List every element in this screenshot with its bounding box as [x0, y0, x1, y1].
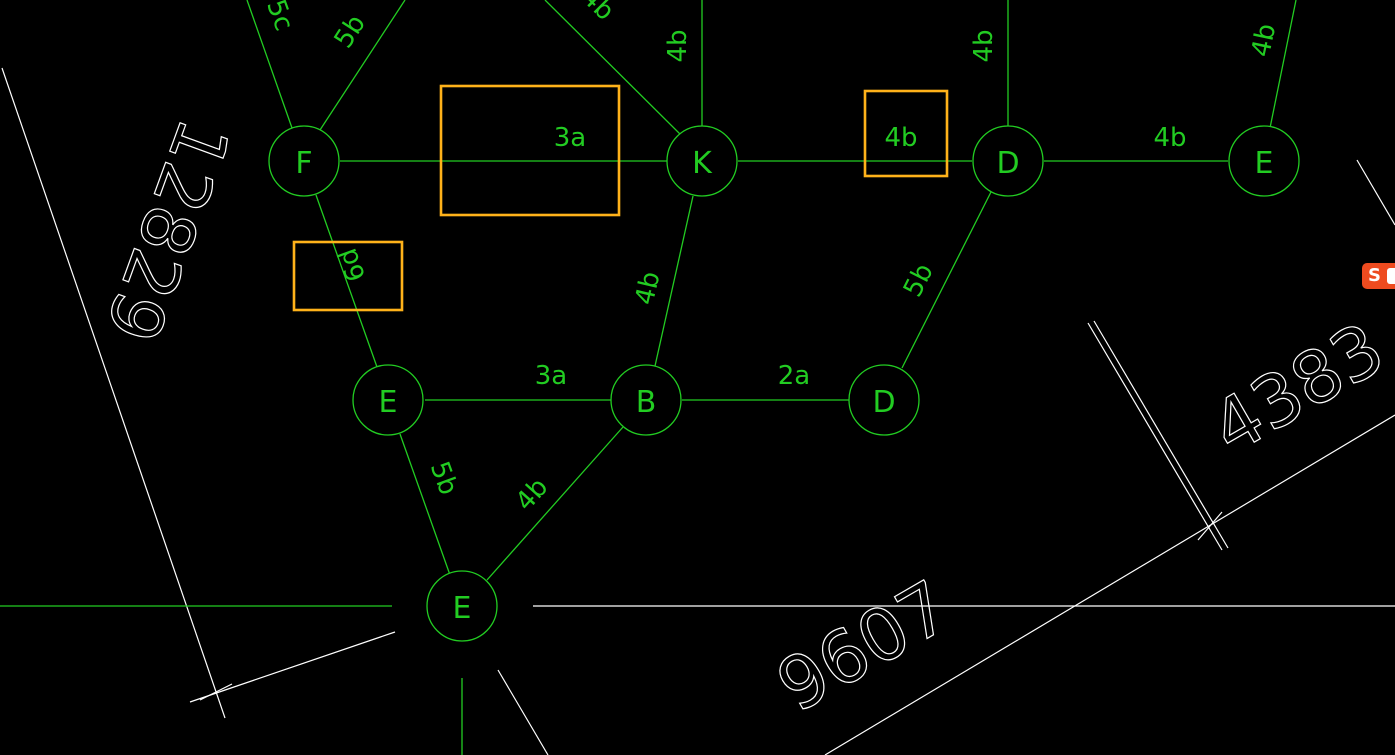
edge-e-right-up[interactable] [1269, 0, 1297, 129]
badge-logo-icon: S [1368, 265, 1381, 286]
edge-k-b[interactable] [654, 195, 694, 367]
edge-label-e-e: 5b [424, 458, 463, 499]
edge-label-d-d: 5b [898, 259, 940, 302]
dim-line-right-ext-2 [1093, 320, 1229, 549]
dim-label-right: 4383 [1197, 306, 1395, 470]
node-f-top[interactable]: F [268, 125, 340, 197]
highlight-boxes [292, 84, 949, 312]
edge-label-b-e: 4b [510, 472, 554, 517]
edge-label-e-b: 3a [535, 361, 567, 391]
edge-label-f-up-left: 5c [260, 0, 299, 35]
edge-label-e-right-up: 4b [1246, 21, 1282, 60]
node-circle[interactable] [426, 570, 498, 642]
edge-f-e[interactable] [315, 194, 378, 368]
node-d-top[interactable]: D [972, 125, 1044, 197]
node-circle[interactable] [352, 364, 424, 436]
node-circle[interactable] [268, 125, 340, 197]
node-label: D [872, 385, 895, 420]
edge-label-f-up-right: 5b [329, 10, 372, 54]
dim-line-right-ext-1[interactable] [1087, 322, 1223, 551]
node-circle[interactable] [666, 125, 738, 197]
highlight-box-4b[interactable] [863, 89, 949, 178]
edge-label-d-up: 4b [969, 29, 999, 62]
node-e-right[interactable]: E [1228, 125, 1300, 197]
edge-b-e[interactable] [486, 426, 624, 581]
highlight-box-6d[interactable] [292, 240, 404, 312]
dim-line-right-diagonal[interactable] [824, 414, 1395, 755]
input-method-badge[interactable]: S [1362, 263, 1395, 289]
node-circle[interactable] [1228, 125, 1300, 197]
node-circle[interactable] [610, 364, 682, 436]
node-k-top[interactable]: K [666, 125, 738, 197]
node-label: D [996, 146, 1019, 181]
edge-e-e[interactable] [399, 433, 451, 576]
dimension-labels: 12829 9607 4383 [88, 108, 1395, 729]
edge-d-d[interactable] [901, 191, 992, 369]
dim-tick-left [199, 683, 233, 701]
edge-label-f-e: 6d [333, 244, 372, 285]
node-label: B [636, 385, 657, 420]
node-circle[interactable] [972, 125, 1044, 197]
graph-edges [0, 0, 1297, 755]
edge-f-up-right[interactable] [319, 0, 406, 131]
node-d-mid[interactable]: D [848, 364, 920, 436]
edge-labels: 5c 5b 4b 4b 4b 4b 3a 4b 4b 6d 4b 5b 3a 2… [260, 0, 1282, 517]
node-b-mid[interactable]: B [610, 364, 682, 436]
node-label: E [453, 591, 472, 626]
dim-line-left-base[interactable] [189, 631, 396, 703]
node-e-bottom[interactable]: E [426, 570, 498, 642]
edge-label-f-k: 3a [554, 123, 586, 153]
node-label: K [692, 146, 713, 181]
node-circle[interactable] [848, 364, 920, 436]
edge-label-d-e: 4b [1153, 123, 1186, 153]
edge-k-up-diag[interactable] [544, 0, 681, 135]
graph-nodes: F K D E E B D [268, 125, 1300, 642]
node-label: F [295, 146, 312, 181]
edge-label-k-b: 4b [630, 269, 667, 308]
edge-label-k-up: 4b [663, 29, 693, 62]
dim-label-left: 12829 [89, 109, 246, 353]
dim-line-left[interactable] [1, 67, 226, 719]
edge-label-k-up-diag: 4b [575, 0, 620, 27]
node-label: E [1255, 146, 1274, 181]
edge-label-b-d: 2a [778, 361, 810, 391]
dim-line-bottom-diag[interactable] [497, 669, 549, 755]
dim-label-bottom: 9607 [763, 564, 964, 728]
highlight-box-3a[interactable] [439, 84, 621, 217]
edge-label-k-d: 4b [884, 123, 917, 153]
dim-tick-right [1197, 511, 1223, 541]
node-e-mid[interactable]: E [352, 364, 424, 436]
edge-f-up-left[interactable] [246, 0, 293, 129]
dim-line-top-right[interactable] [1356, 159, 1395, 226]
node-label: E [379, 385, 398, 420]
dimension-lines [1, 67, 1395, 755]
